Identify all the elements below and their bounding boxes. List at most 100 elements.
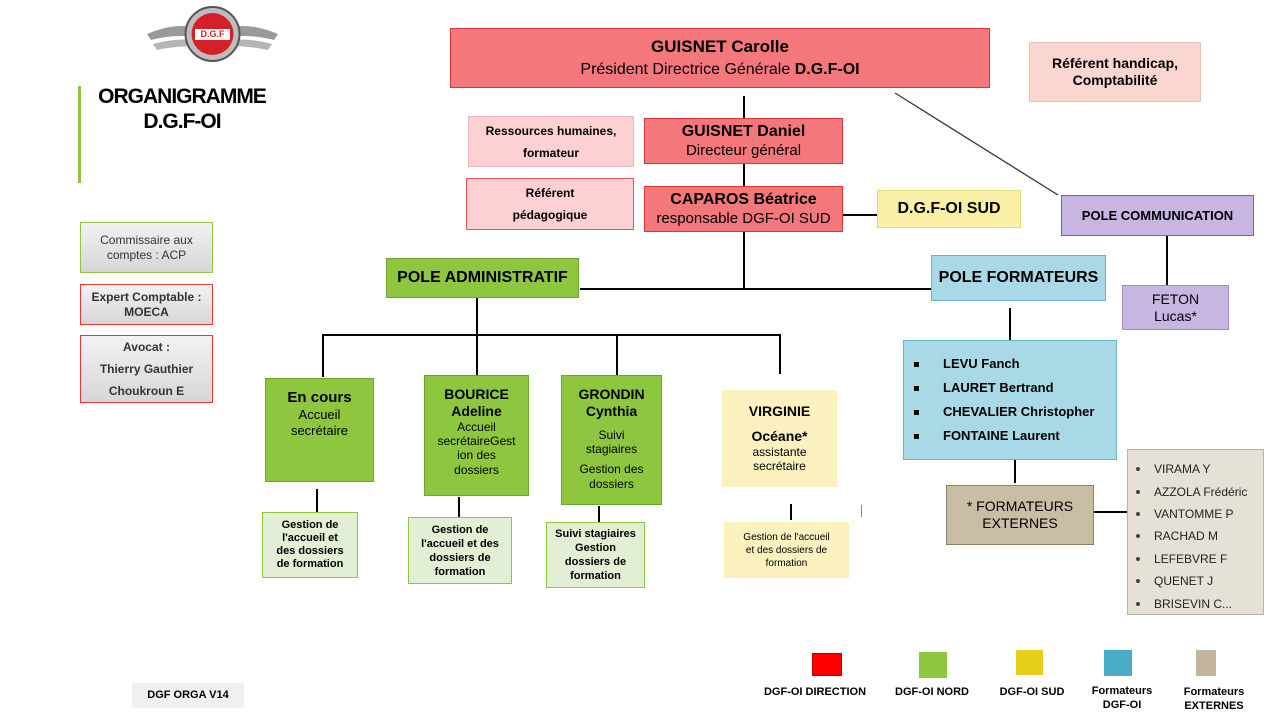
president-role: Président Directrice Générale D.G.F-OI xyxy=(580,60,859,79)
staff-name: VIRGINIE xyxy=(748,403,811,419)
logo-text: D.G.F xyxy=(200,29,225,39)
bullet-icon xyxy=(914,433,919,439)
connector-line xyxy=(1166,236,1168,285)
expert-line1: Expert Comptable : xyxy=(91,290,202,305)
task-line: Gestion de xyxy=(281,519,339,531)
connector-line xyxy=(598,506,600,522)
task-line: formation xyxy=(434,565,486,578)
connector-line xyxy=(476,334,478,375)
expert-line2: MOECA xyxy=(124,304,169,319)
task-line: l'accueil et des xyxy=(421,537,499,550)
handicap-line1: Référent handicap, xyxy=(1051,55,1179,72)
legend-label-line: Formateurs xyxy=(1183,686,1245,698)
bullet-icon xyxy=(1136,601,1140,606)
legend-label-formateurs-externes: Formateurs EXTERNES xyxy=(1154,685,1274,713)
rh-line2: formateur xyxy=(522,145,579,160)
staff-name: Adeline xyxy=(451,402,502,419)
task-line: Gestion de l'accueil xyxy=(743,531,830,543)
externe-name: AZZOLA Frédéric xyxy=(1154,484,1248,499)
pole-communication-label: POLE COMMUNICATION xyxy=(1081,207,1234,223)
formateur-name: FONTAINE Laurent xyxy=(943,428,1060,444)
list-item: LEVU Fanch xyxy=(914,352,1094,376)
legend-label-line: Formateurs xyxy=(1091,685,1153,697)
connector-line xyxy=(843,214,877,216)
directeur-role: Directeur général xyxy=(685,141,802,159)
staff-box-grondin: GRONDIN Cynthia Suivi stagiaires Gestion… xyxy=(561,375,662,505)
caparos-name: CAPAROS Béatrice xyxy=(670,191,817,209)
dgf-sud-box: D.G.F-OI SUD xyxy=(877,190,1021,228)
avocat-line1: Avocat : xyxy=(123,340,170,354)
legend-label-sud: DGF-OI SUD xyxy=(972,686,1092,698)
connector-line xyxy=(316,489,318,512)
version-badge: DGF ORGA V14 xyxy=(132,683,244,708)
legend-label-direction: DGF-OI DIRECTION xyxy=(755,686,875,698)
staff-role: dossiers xyxy=(589,476,634,491)
president-box: GUISNET Carolle Président Directrice Gén… xyxy=(450,28,990,88)
task-line: formation xyxy=(765,557,808,569)
connector-line xyxy=(861,505,862,517)
task-line: Suivi stagiaires xyxy=(555,528,636,540)
handicap-line2: Comptabilité xyxy=(1072,72,1158,88)
staff-name: GRONDIN xyxy=(578,386,645,402)
caparos-box: CAPAROS Béatrice responsable DGF-OI SUD xyxy=(644,186,843,232)
pole-communication-box: POLE COMMUNICATION xyxy=(1061,195,1254,236)
connector-line xyxy=(476,298,478,335)
pole-administratif-label: POLE ADMINISTRATIF xyxy=(397,269,568,287)
staff-role: stagiaires xyxy=(585,441,638,456)
ressources-humaines-box: Ressources humaines, formateur xyxy=(468,116,634,167)
staff-box-virginie: VIRGINIE Océane* assistante secrétaire xyxy=(722,390,837,487)
bullet-icon xyxy=(914,409,919,415)
bullet-icon xyxy=(1136,511,1140,516)
list-item: LEFEBVRE F xyxy=(1136,548,1263,570)
legend-swatch-sud xyxy=(1016,650,1043,675)
rh-line1: Ressources humaines, xyxy=(485,123,617,138)
list-item: VANTOMME P xyxy=(1136,503,1263,525)
feton-line1: FETON xyxy=(1151,290,1200,307)
externe-name: BRISEVIN C... xyxy=(1154,596,1233,611)
avocat-line2: Thierry Gauthier xyxy=(99,362,194,376)
formateurs-list-box: LEVU Fanch LAURET Bertrand CHEVALIER Chr… xyxy=(903,340,1117,460)
task-line: et des dossiers de xyxy=(745,544,828,556)
staff-role: Suivi xyxy=(598,427,625,442)
connector-line xyxy=(1009,308,1011,340)
staff-role: assistante xyxy=(752,444,807,459)
list-item: CHEVALIER Christopher xyxy=(914,400,1094,424)
connector-line xyxy=(580,288,931,290)
referent-pedagogique-box: Référent pédagogique xyxy=(466,178,634,230)
avocat-box: Avocat : Thierry Gauthier Choukroun E xyxy=(80,335,213,403)
externe-name: QUENET J xyxy=(1154,574,1214,589)
bullet-icon xyxy=(914,361,919,367)
legend-label-line: EXTERNES xyxy=(1184,700,1244,712)
ref-peda-line2: pédagogique xyxy=(512,208,588,222)
formateur-name: LAURET Bertrand xyxy=(943,380,1054,396)
formateur-name: LEVU Fanch xyxy=(943,356,1020,372)
title-accent-bar xyxy=(78,86,81,183)
task-line: Gestion de xyxy=(431,523,489,536)
dgf-logo: D.G.F xyxy=(145,4,280,62)
expert-comptable-box: Expert Comptable : MOECA xyxy=(80,284,213,325)
legend-swatch-formateurs-externes xyxy=(1196,650,1216,676)
legend-label-nord: DGF-OI NORD xyxy=(872,686,992,698)
ref-peda-line1: Référent xyxy=(525,186,575,200)
list-item: BRISEVIN C... xyxy=(1136,592,1263,614)
pole-administratif-box: POLE ADMINISTRATIF xyxy=(386,258,579,298)
staff-role: Gestion des xyxy=(579,462,644,477)
staff-name: Océane* xyxy=(751,427,808,444)
list-item: LAURET Bertrand xyxy=(914,376,1094,400)
externe-name: VIRAMA Y xyxy=(1154,462,1211,477)
connector-line xyxy=(322,334,324,377)
task-line: Gestion xyxy=(575,542,616,554)
task-box-bourice: Gestion de l'accueil et des dossiers de … xyxy=(408,517,512,584)
connector-line xyxy=(616,334,618,375)
legend-label-line: DGF-OI SUD xyxy=(999,686,1065,698)
externe-name: RACHAD M xyxy=(1154,529,1219,544)
dgf-sud-label: D.G.F-OI SUD xyxy=(897,200,1001,218)
legend-label-line: DGF-OI DIRECTION xyxy=(763,686,867,698)
commissaire-line1: Commissaire aux xyxy=(100,233,193,248)
bullet-icon xyxy=(1136,467,1140,472)
task-line: formation xyxy=(570,570,621,582)
connector-diagonal xyxy=(894,92,1059,196)
staff-name: Cynthia xyxy=(585,402,638,419)
feton-box: FETON Lucas* xyxy=(1122,285,1229,330)
president-role-org: D.G.F-OI xyxy=(794,60,860,78)
